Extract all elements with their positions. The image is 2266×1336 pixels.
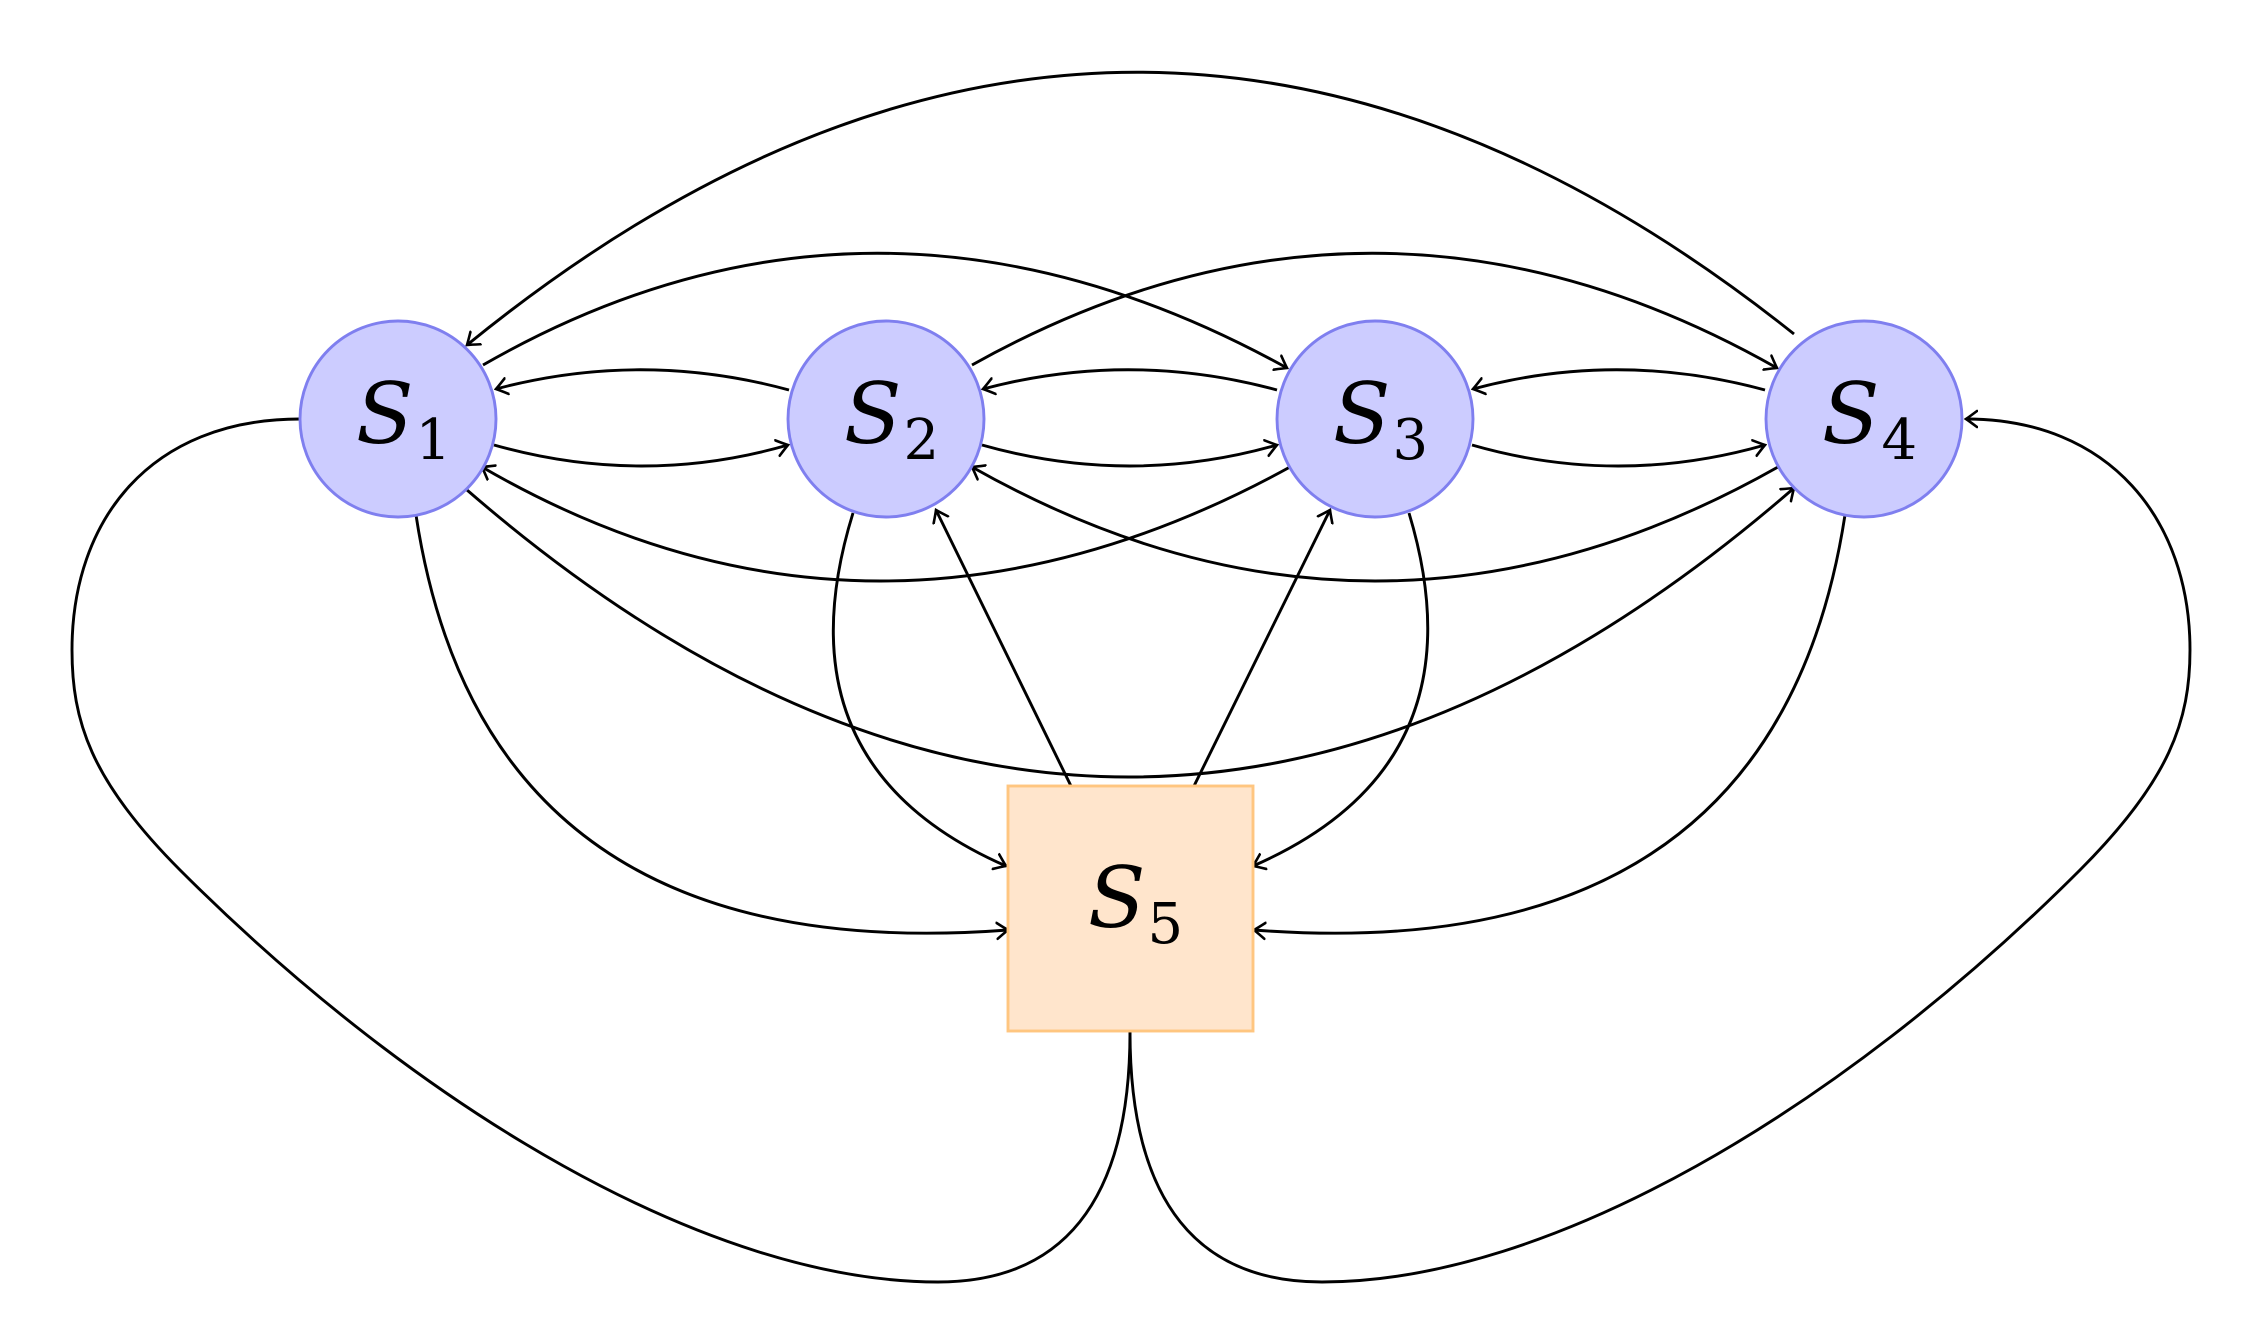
state-square-s5 [1006,784,1255,1033]
edge-s3-to-s4 [1471,445,1765,468]
svg-text:S4: S4 [1822,365,1917,473]
state-circle-s3 [1275,319,1475,519]
edge-s1-to-s4 [466,488,1794,779]
node-letter-s1: S [356,365,414,463]
edge-s5-to-s1 [70,417,1132,1284]
edge-s2-to-s3 [981,445,1277,468]
node-subscript-s4: 4 [1882,408,1918,473]
node-subscript-s1: 1 [416,408,452,473]
node-letter-s2: S [844,365,902,463]
edge-s4-to-s2 [972,467,1779,583]
edge-s2-to-s1 [496,368,790,390]
nodes: S1 S2 S3 S4 S5 [298,319,1964,1033]
edge-s1-to-s5 [414,514,1008,933]
node-letter-s4: S [1822,365,1880,463]
state-node-s1[interactable]: S1 [298,319,498,519]
edge-s1-to-s3 [482,251,1287,368]
state-node-s5[interactable]: S5 [1006,784,1255,1033]
node-subscript-s3: 3 [1393,408,1429,473]
edge-s3-to-s1 [482,467,1291,583]
edge-s5-to-s2 [936,510,1073,787]
svg-text:S5: S5 [1088,849,1183,957]
svg-text:S3: S3 [1333,365,1428,473]
node-subscript-s2: 2 [904,408,940,473]
node-letter-s5: S [1088,849,1146,947]
edge-s5-to-s3 [1192,510,1330,787]
state-node-s2[interactable]: S2 [786,319,986,519]
node-subscript-s5: 5 [1148,892,1184,957]
edge-s4-to-s3 [1473,368,1766,390]
edges [70,70,2192,1284]
state-node-s4[interactable]: S4 [1764,319,1964,519]
node-letter-s3: S [1333,365,1391,463]
edge-s2-to-s4 [971,251,1777,368]
edge-s1-to-s2 [493,445,788,468]
state-circle-s1 [298,319,498,519]
edge-s3-to-s5 [1253,512,1430,866]
state-node-s3[interactable]: S3 [1275,319,1475,519]
edge-s2-to-s5 [831,512,1006,866]
state-circle-s4 [1764,319,1964,519]
state-circle-s2 [786,319,986,519]
edge-s4-to-s1 [467,70,1795,345]
svg-text:S2: S2 [844,365,939,473]
edge-s4-to-s5 [1254,514,1847,933]
svg-text:S1: S1 [356,365,451,473]
edge-s3-to-s2 [983,368,1278,390]
edge-s5-to-s4 [1128,419,2192,1284]
